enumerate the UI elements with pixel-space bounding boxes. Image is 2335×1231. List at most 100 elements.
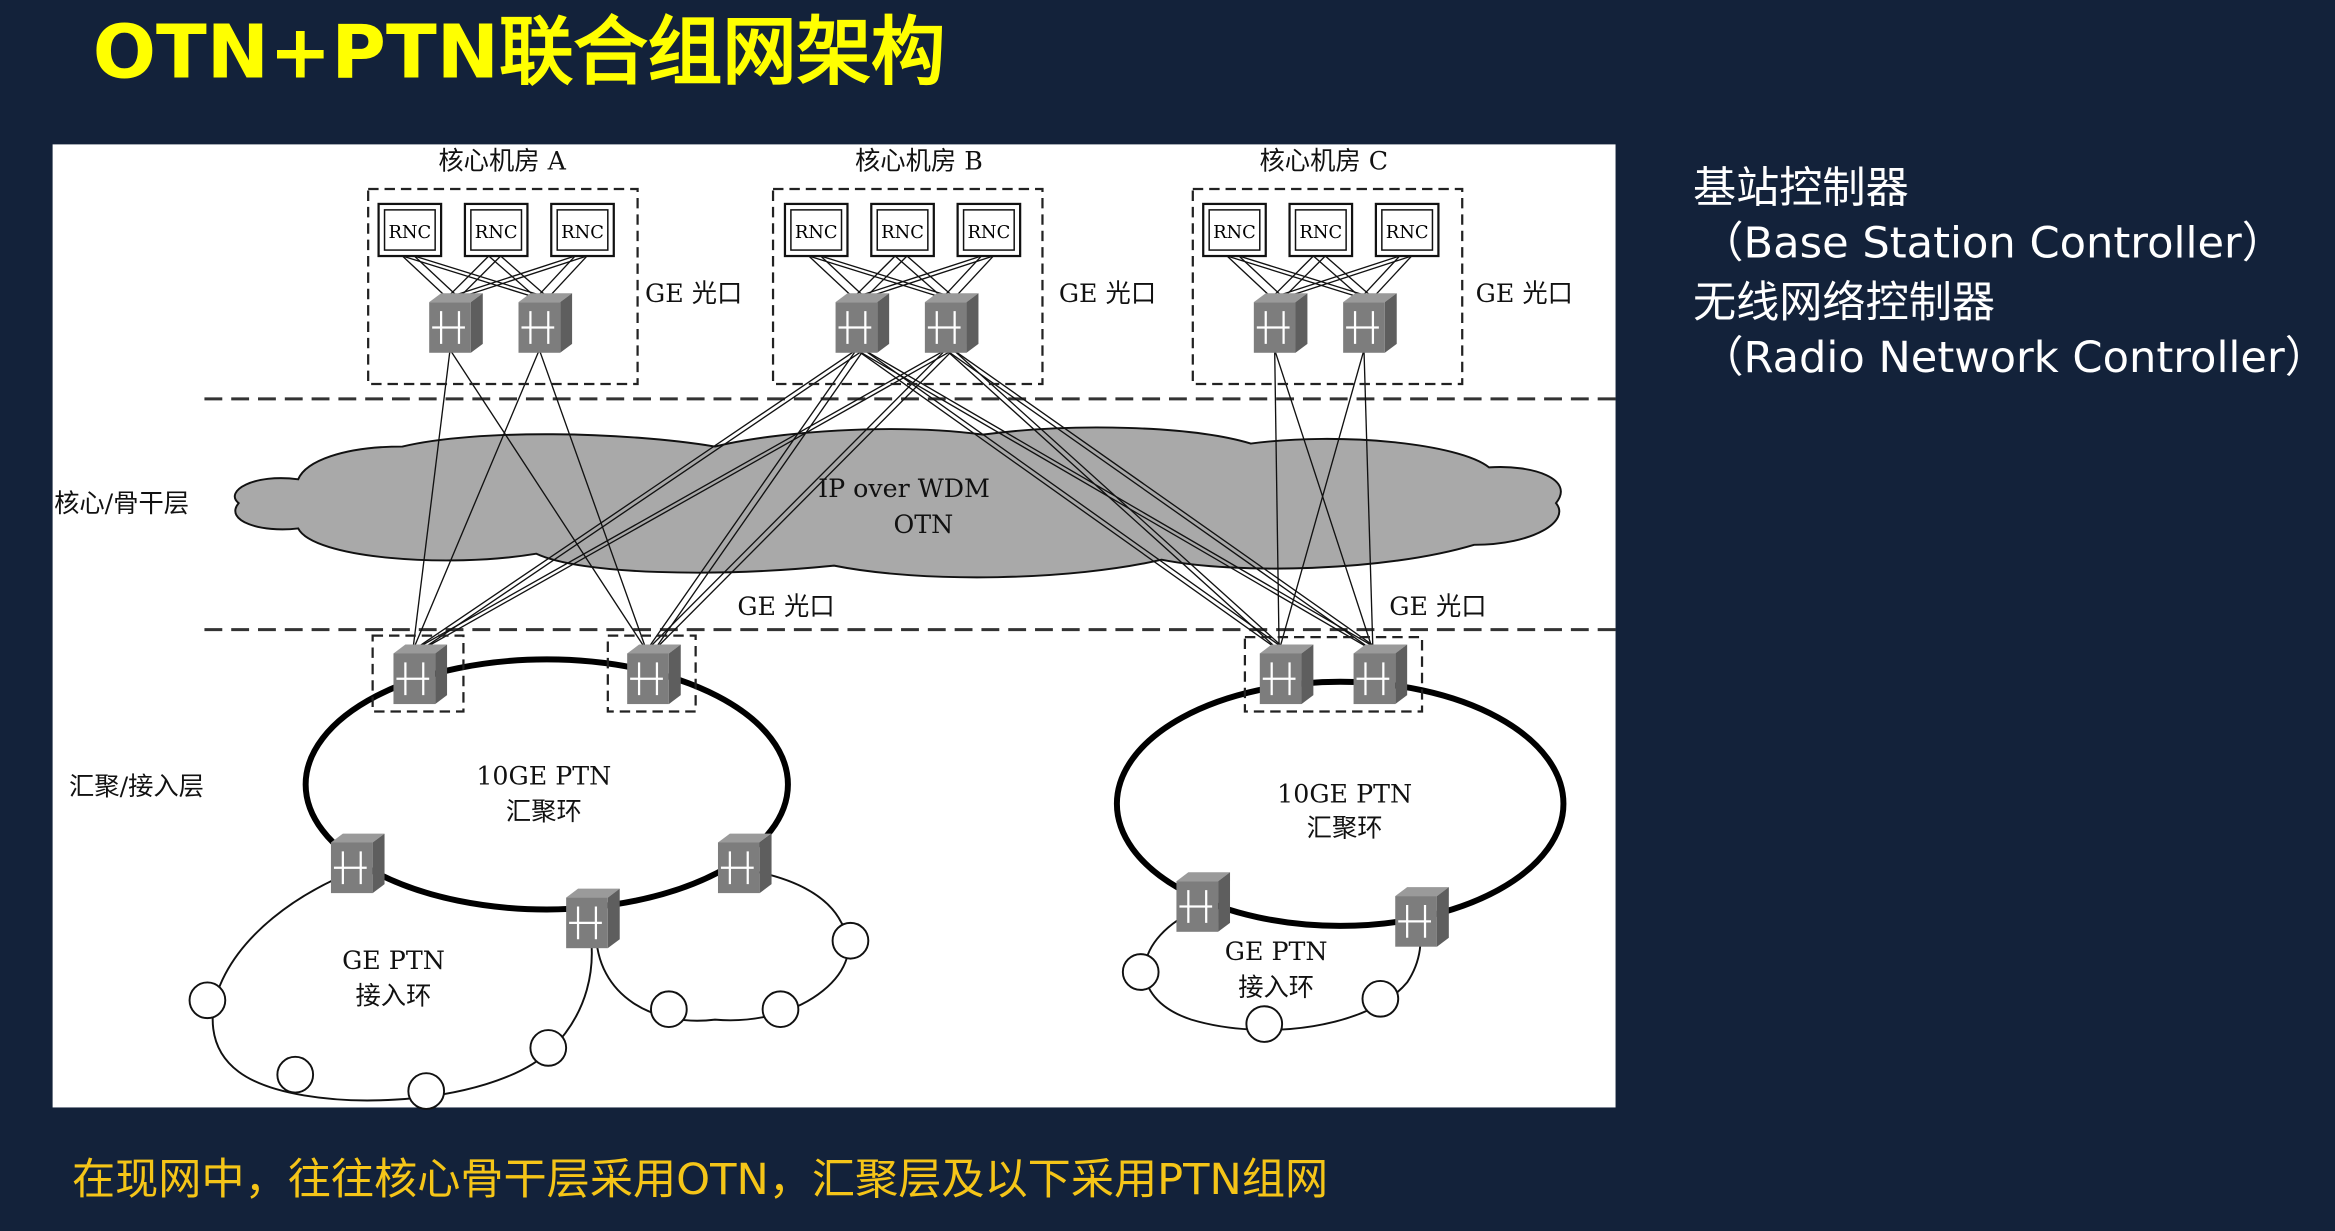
access-ring-right-label-2: 接入环 — [1238, 973, 1314, 1002]
rnc-link — [1271, 255, 1314, 299]
room-a-label: 核心机房 A — [438, 147, 566, 176]
access-node — [407, 1072, 446, 1110]
cloud-label-1: IP over WDM — [818, 474, 990, 503]
uplink — [412, 349, 540, 651]
access-node — [1245, 1005, 1284, 1043]
rnc-label: RNC — [881, 222, 924, 243]
notes: 基站控制器 （Base Station Controller） 无线网络控制器 … — [1693, 163, 2328, 383]
uplink — [653, 349, 954, 651]
ptn-switch-icon — [627, 644, 681, 705]
cloud-label-2: OTN — [894, 510, 954, 539]
agg-layer-label: 汇聚/接入层 — [69, 772, 204, 801]
rnc-label: RNC — [561, 222, 604, 243]
rnc-label: RNC — [1213, 222, 1256, 243]
rnc-link — [1360, 255, 1401, 299]
rnc-link — [413, 255, 460, 299]
ptn-switch-icon — [1176, 872, 1231, 932]
rnc-label: RNC — [475, 222, 518, 243]
access-node — [650, 990, 688, 1029]
agg-ring-left — [302, 656, 791, 913]
dashed-groups — [367, 187, 1464, 713]
access-node — [831, 921, 870, 960]
rnc-link — [853, 255, 982, 299]
core-layer-label: 核心/骨干层 — [54, 489, 189, 518]
rnc-label: RNC — [1386, 222, 1429, 243]
note-line-3: 无线网络控制器 — [1693, 278, 1995, 328]
ge-port-label-lower-left: GE 光口 — [737, 592, 834, 621]
rnc-link — [1226, 255, 1273, 299]
rnc-link — [1238, 255, 1285, 299]
ptn-switch-icon — [924, 293, 979, 353]
rnc-link — [820, 255, 866, 299]
access-node — [1361, 979, 1400, 1018]
uplink — [419, 349, 865, 652]
rnc-link — [402, 255, 537, 299]
rnc-link — [535, 255, 576, 299]
agg-ring-left-label-1: 10GE PTN — [476, 761, 611, 790]
ptn-switch-icon — [1395, 887, 1449, 947]
ptn-switch-icon — [518, 293, 573, 353]
uplink — [1274, 349, 1374, 651]
rnc-link — [547, 255, 588, 299]
uplink — [863, 349, 1287, 652]
ptn-switch-icon — [330, 833, 385, 894]
rnc-label: RNC — [1299, 222, 1342, 243]
ge-port-label-c: GE 光口 — [1476, 279, 1573, 308]
rnc-link — [446, 255, 576, 299]
rnc-server: RNC — [870, 202, 935, 258]
rnc-link — [954, 255, 994, 299]
rnc-link — [1283, 255, 1412, 299]
access-node — [276, 1055, 315, 1094]
uplink — [538, 349, 648, 651]
rnc-server: RNC — [956, 202, 1022, 258]
rnc-link — [1226, 255, 1362, 299]
uplink — [856, 349, 1374, 652]
uplink — [945, 349, 1280, 651]
rnc-link — [1372, 255, 1413, 299]
uplink — [952, 349, 1288, 651]
access-node — [761, 990, 800, 1029]
rnc-group: RNC RNC RNC RNC RNC RNC RNC RNC RNC — [377, 202, 1440, 258]
ge-port-label-b: GE 光口 — [1059, 279, 1156, 308]
rnc-link — [414, 255, 549, 299]
access-nodes — [188, 921, 1400, 1110]
ptn-switch-icon — [1259, 644, 1314, 705]
agg-ring-right — [1113, 678, 1567, 929]
ptn-switch-icon — [1343, 293, 1397, 353]
rnc-server: RNC — [550, 202, 615, 258]
ptn-switch-icon — [566, 888, 620, 949]
uplink — [449, 349, 648, 651]
ptn-switch-icon — [1253, 293, 1308, 353]
rnc-server: RNC — [377, 202, 443, 258]
switch-group — [330, 293, 1449, 949]
rnc-server: RNC — [1288, 202, 1354, 258]
rnc-label: RNC — [795, 222, 838, 243]
uplink — [653, 349, 865, 651]
room-boundary — [1191, 187, 1464, 386]
rnc-link — [401, 255, 448, 299]
rnc-link — [864, 255, 908, 299]
note-line-4: （Radio Network Controller） — [1700, 333, 2328, 383]
ptn-switch-icon — [717, 833, 772, 894]
rnc-link — [1271, 255, 1400, 299]
agg-ring-right-label-1: 10GE PTN — [1277, 779, 1412, 808]
uplink — [412, 349, 947, 652]
rnc-link — [852, 255, 896, 299]
rnc-server: RNC — [1202, 202, 1267, 258]
rnc-link — [808, 255, 943, 299]
room-boundary — [367, 187, 639, 386]
uplink — [863, 349, 1381, 652]
rnc-label: RNC — [388, 222, 431, 243]
rnc-link — [458, 255, 588, 299]
rnc-link — [820, 255, 955, 299]
slide-title: OTN+PTN联合组网架构 — [93, 8, 946, 95]
access-node — [529, 1029, 568, 1067]
rnc-link — [458, 255, 502, 299]
note-line-1: 基站控制器 — [1693, 163, 1909, 213]
rnc-link — [808, 255, 854, 299]
lower-switch-boundary — [371, 634, 465, 713]
slide-caption: 在现网中，往往核心骨干层采用OTN，汇聚层及以下采用PTN组网 — [72, 1155, 1328, 1205]
uplink — [412, 349, 451, 651]
